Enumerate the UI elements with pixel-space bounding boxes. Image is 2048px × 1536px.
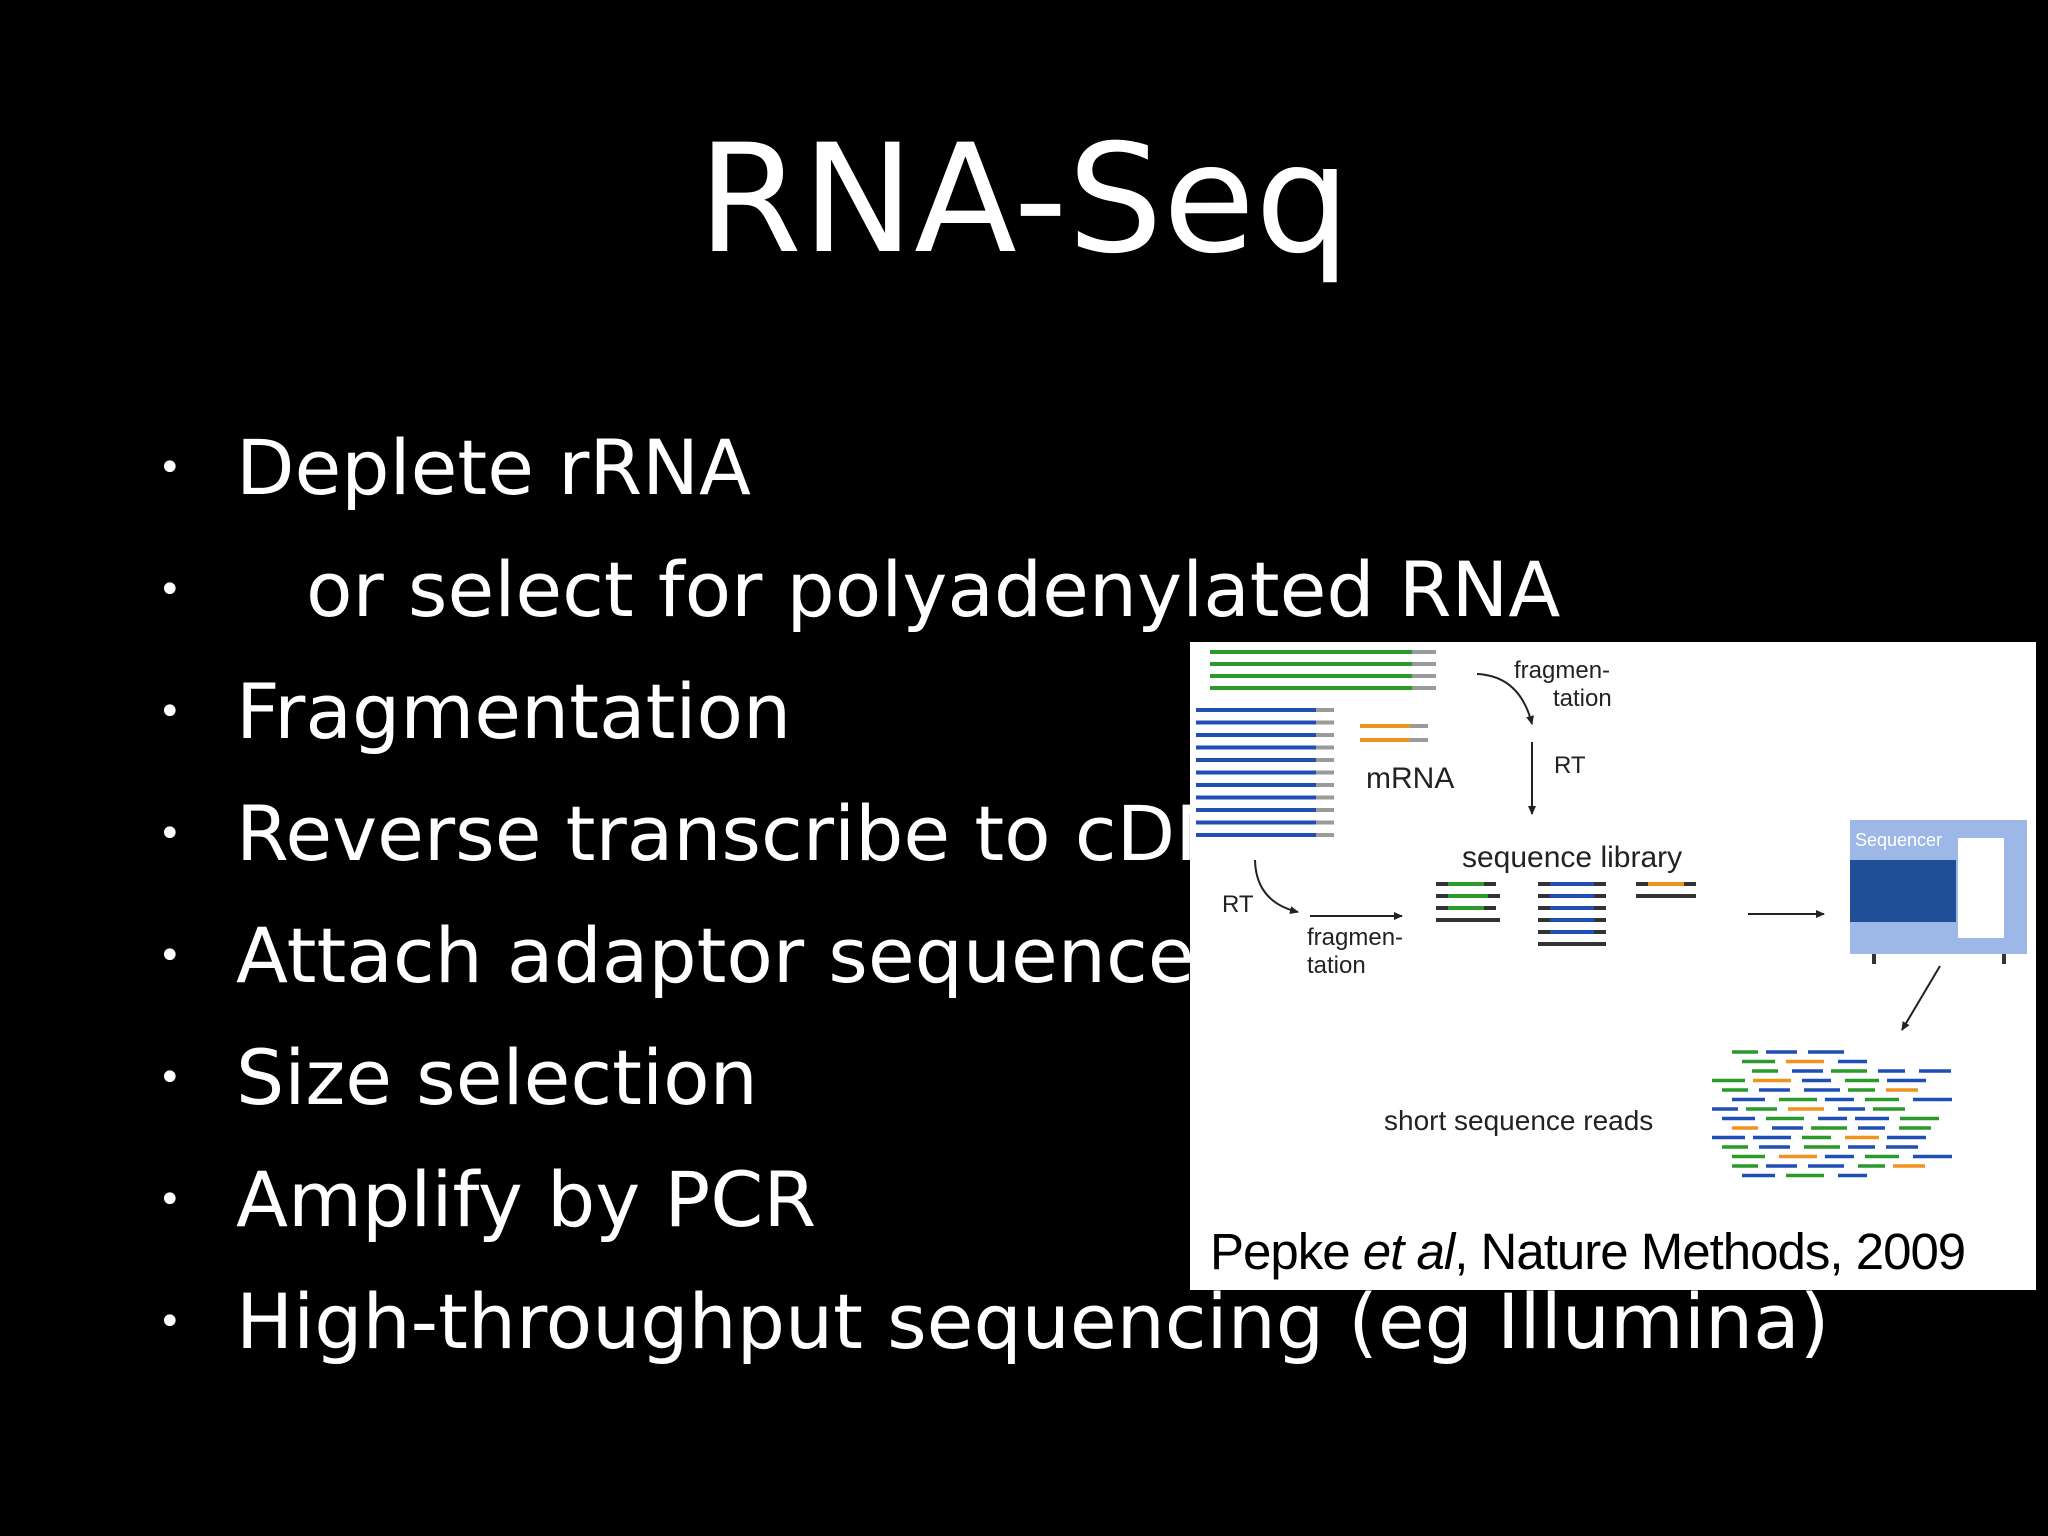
bullet-item: • Reverse transcribe to cDNA — [0, 784, 1800, 884]
fragmentation-arrow-top — [1476, 673, 1534, 725]
bullet-marker: • — [158, 1299, 182, 1345]
bullet-marker: • — [158, 1177, 182, 1223]
bullet-item: • Size selection — [0, 1028, 1800, 1128]
label-rt-left: RT — [1222, 891, 1254, 918]
citation-rest: , Nature Methods, 2009 — [1454, 1223, 1966, 1280]
label-short-reads: short sequence reads — [1384, 1105, 1653, 1136]
citation-etal: et al — [1362, 1223, 1455, 1280]
bullet-marker: • — [158, 933, 182, 979]
rna-seq-figure: fragmen- tation RT mRNA RT fragmen- tati… — [1190, 642, 2036, 1290]
sequencer-instrument: Sequencer — [1850, 820, 2027, 964]
bullet-text: Size selection — [236, 1033, 758, 1122]
rt-arrow-left — [1254, 859, 1299, 915]
bullet-item: • Attach adaptor sequences — [0, 906, 1800, 1006]
bullet-marker: • — [158, 811, 182, 857]
bullet-text: High-throughput sequencing (eg Illumina) — [236, 1277, 1830, 1366]
label-sequencer: Sequencer — [1855, 830, 1942, 850]
bullet-marker: • — [158, 445, 182, 491]
figure-citation: Pepke et al, Nature Methods, 2009 — [1210, 1220, 2030, 1284]
bullet-item: • or select for polyadenylated RNA — [0, 540, 1800, 640]
bullet-text: Attach adaptor sequences — [236, 911, 1235, 1000]
slide-title: RNA-Seq — [697, 113, 1351, 287]
bullet-item: • Deplete rRNA — [0, 418, 1800, 518]
bullet-item: • High-throughput sequencing (eg Illumin… — [0, 1272, 1829, 1372]
bullet-text: Deplete rRNA — [236, 423, 752, 512]
bullet-text: Reverse transcribe to cDNA — [236, 789, 1284, 878]
sequence-library-fragments — [1436, 882, 1696, 946]
label-mrna: mRNA — [1366, 762, 1454, 795]
label-fragmentation-top-1: fragmen- — [1514, 657, 1610, 684]
short-reads-cluster — [1712, 1050, 1952, 1178]
bullet-item: • Fragmentation — [0, 662, 1800, 762]
blue-transcripts — [1196, 708, 1334, 837]
rna-seq-diagram: fragmen- tation RT mRNA RT fragmen- tati… — [1196, 650, 2027, 1178]
orange-transcripts — [1360, 724, 1428, 742]
bullet-item: • Amplify by PCR — [0, 1150, 1800, 1250]
label-fragmentation-top-2: tation — [1553, 685, 1612, 712]
bullet-marker: • — [158, 1055, 182, 1101]
label-fragmentation-bottom-2: tation — [1307, 952, 1366, 979]
bullet-marker: • — [158, 689, 182, 735]
label-sequence-library: sequence library — [1462, 841, 1682, 874]
bullet-text: or select for polyadenylated RNA — [306, 545, 1561, 634]
bullet-marker: • — [158, 567, 182, 613]
bullet-text: Fragmentation — [236, 667, 792, 756]
label-fragmentation-bottom-1: fragmen- — [1307, 924, 1403, 951]
citation-author: Pepke — [1210, 1223, 1363, 1280]
label-rt-top: RT — [1554, 752, 1586, 779]
bullet-text: Amplify by PCR — [236, 1155, 817, 1244]
to-reads-arrow — [1901, 965, 1941, 1031]
green-transcripts — [1210, 650, 1436, 690]
